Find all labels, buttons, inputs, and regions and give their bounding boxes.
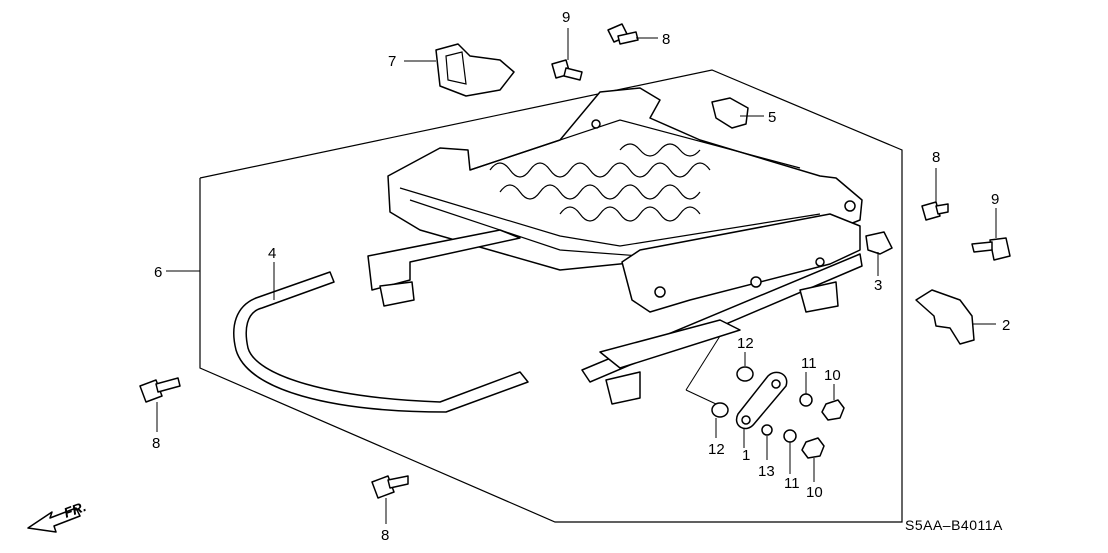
callout-label: 4 [268,245,276,262]
callout-label: 9 [991,191,999,208]
callout-label: 7 [388,53,396,70]
washer-icon [799,393,813,407]
bolt-icon [971,237,1011,261]
bolt-icon [607,23,639,45]
callout-label: 5 [768,109,776,126]
collar-icon [736,366,754,382]
callout-label: 8 [152,435,160,452]
callout-label: 9 [562,9,570,26]
cover-part-2 [915,289,975,345]
callout-label: 8 [932,149,940,166]
bolt-icon [139,377,181,403]
callout-label: 8 [381,527,389,544]
bolt-icon [551,59,583,81]
washer-icon [783,429,797,443]
seat-rails [367,229,863,405]
callout-label: 2 [1002,317,1010,334]
callout-label: 10 [806,484,823,501]
callout-label: 10 [824,367,841,384]
front-direction-label: FR. [62,498,89,521]
callout-label: 11 [801,355,817,372]
callout-label: 13 [758,463,775,480]
seat-frame [387,87,863,313]
callout-label: 11 [784,475,800,492]
callout-label: 6 [154,264,162,281]
nut-icon [821,399,845,421]
leader-lines [156,28,997,524]
front-arrow-icon [27,507,81,533]
cover-part-7 [435,43,515,97]
nut-icon [801,437,825,459]
callout-label: 12 [708,441,725,458]
washer-icon [761,424,773,436]
diagram-code: S5AA–B4011A [905,517,1003,533]
callout-label: 3 [874,277,882,294]
clip-part-3 [865,231,893,255]
bolt-icon [921,201,949,221]
callout-label: 12 [737,335,754,352]
assembly-outline [199,69,903,523]
wire-bracket [233,271,529,413]
clip-part-5 [711,97,749,129]
collar-icon [711,402,729,418]
callout-label: 1 [742,447,750,464]
bolt-icon [371,475,409,499]
callout-label: 8 [662,31,670,48]
